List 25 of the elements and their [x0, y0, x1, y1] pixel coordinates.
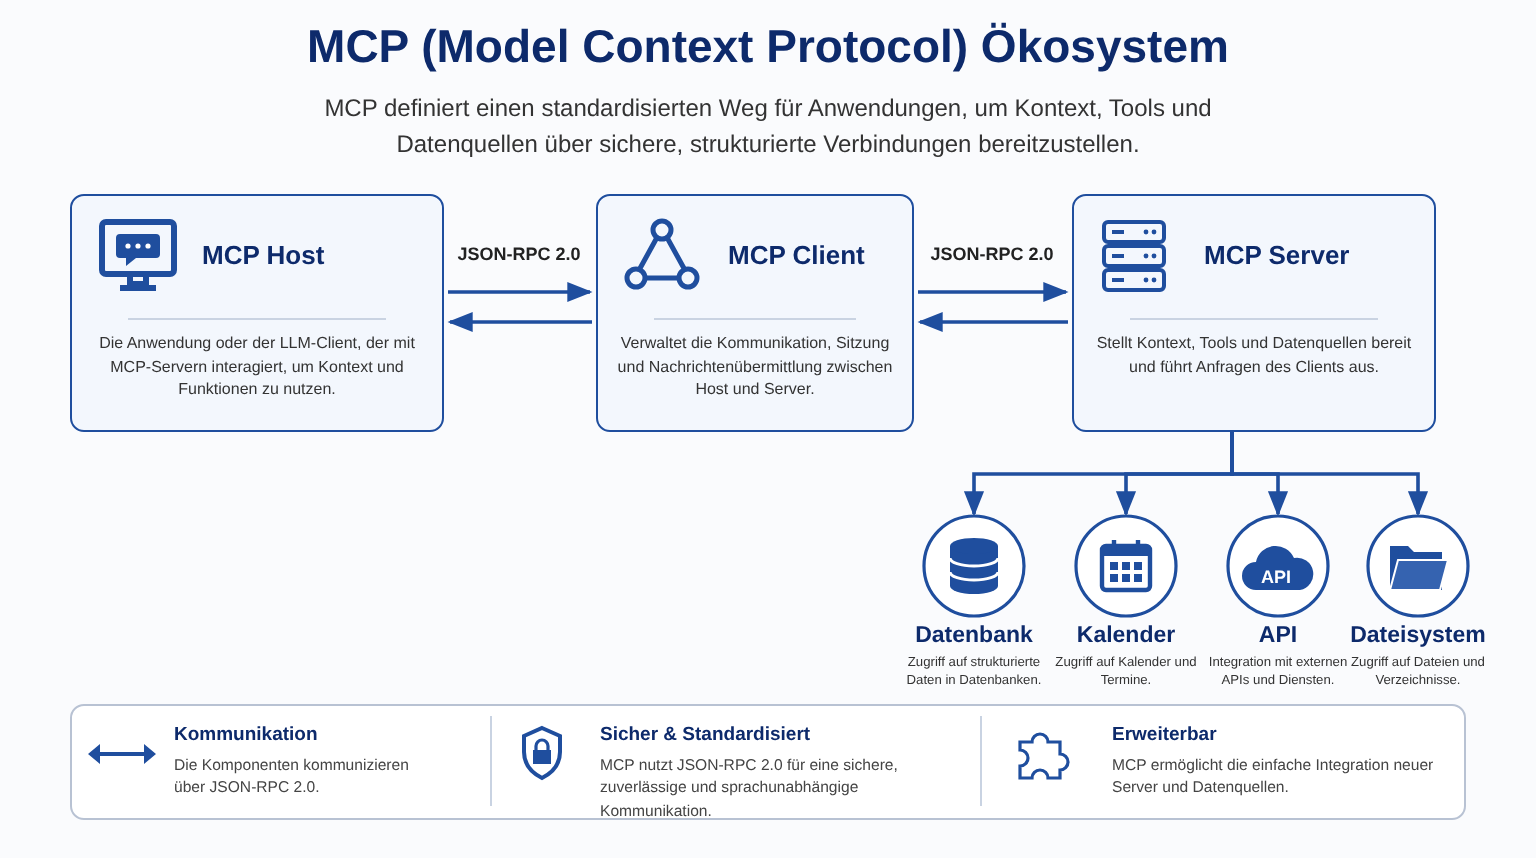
edge-label: JSON-RPC 2.0 [928, 244, 1056, 264]
arrow [447, 311, 592, 333]
component-card [70, 194, 444, 432]
arrow [1230, 432, 1429, 517]
arrow [917, 311, 1068, 333]
feature-title: Erweiterbar [1112, 722, 1219, 750]
component-title: MCP Host [202, 240, 327, 270]
component-description: Die Anwendung oder der LLM-Client, der mit MCP-Servern interagiert, um Kontext und Funktionen zu nutzen. [97, 332, 417, 402]
feature-title: Sicher & Standardisiert [600, 722, 813, 750]
resource-title: Kalender [1074, 624, 1178, 648]
component-card [1072, 194, 1436, 432]
subtitle: MCP definiert einen standardisierten Weg für Anwendungen, um Kontext, Tools und Datenquellen über sichere, strukturierte Verbindungen bereitzustellen. [322, 92, 1214, 162]
component-title: MCP Server [1204, 240, 1352, 270]
component-description: Verwaltet die Kommunikation, Sitzung und Nachrichtenübermittlung zwischen Host und Server. [615, 332, 895, 402]
resource-title: Dateisystem [1348, 624, 1488, 648]
component-title: MCP Client [728, 240, 867, 270]
feature-title: Kommunikation [174, 722, 320, 750]
arrow [448, 281, 593, 303]
resource-title: Datenbank [913, 624, 1035, 648]
component-description: Stellt Kontext, Tools und Datenquellen bereit und führt Anfragen des Clients aus. [1094, 332, 1414, 379]
title: MCP (Model Context Protocol) Ökosystem [305, 20, 1231, 74]
arrow [918, 281, 1069, 303]
cloud-icon: API [1242, 542, 1314, 590]
edge-label: JSON-RPC 2.0 [455, 244, 583, 264]
component-card [596, 194, 914, 432]
